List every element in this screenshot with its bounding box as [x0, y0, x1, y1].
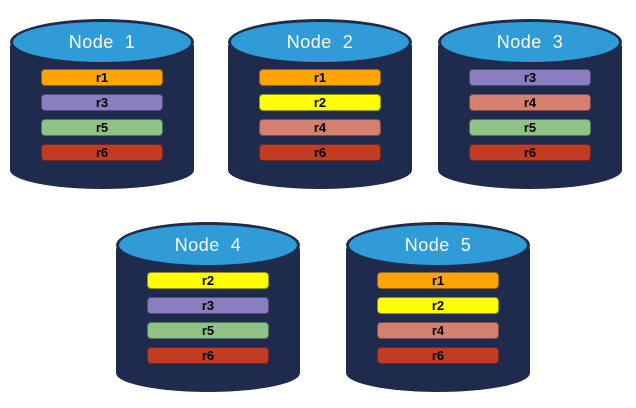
replica-bar: r5 — [147, 322, 269, 339]
node-cylinder-3: Node 3 r3 r4 r5 r6 — [438, 19, 622, 189]
cylinder-body — [228, 41, 412, 189]
replica-list: r3 r4 r5 r6 — [438, 69, 622, 161]
node-title: Node 4 — [174, 234, 242, 255]
replica-bar: r2 — [147, 272, 269, 289]
replica-bar: r6 — [259, 144, 381, 161]
replica-bar: r1 — [259, 69, 381, 86]
cylinder-body — [438, 41, 622, 189]
replica-bar: r1 — [41, 69, 163, 86]
node-title: Node 2 — [286, 31, 354, 52]
node-cylinder-1: Node 1 r1 r3 r5 r6 — [10, 19, 194, 189]
replica-bar: r6 — [41, 144, 163, 161]
cylinder-top: Node 5 — [346, 222, 530, 268]
node-cylinder-4: Node 4 r2 r3 r5 r6 — [116, 222, 300, 392]
node-cylinder-2: Node 2 r1 r2 r4 r6 — [228, 19, 412, 189]
cylinder-body — [116, 244, 300, 392]
replica-bar: r4 — [377, 322, 499, 339]
replica-bar: r3 — [469, 69, 591, 86]
cylinder-body — [346, 244, 530, 392]
replica-bar: r5 — [469, 119, 591, 136]
replica-list: r2 r3 r5 r6 — [116, 272, 300, 364]
replica-bar: r6 — [147, 347, 269, 364]
node-title: Node 5 — [404, 234, 472, 255]
replica-bar: r3 — [147, 297, 269, 314]
replica-bar: r2 — [377, 297, 499, 314]
node-cylinder-5: Node 5 r1 r2 r4 r6 — [346, 222, 530, 392]
cylinder-top: Node 4 — [116, 222, 300, 268]
replica-bar: r2 — [259, 94, 381, 111]
replica-list: r1 r2 r4 r6 — [346, 272, 530, 364]
replica-list: r1 r2 r4 r6 — [228, 69, 412, 161]
cylinder-top: Node 3 — [438, 19, 622, 65]
replica-bar: r6 — [469, 144, 591, 161]
cylinder-top: Node 2 — [228, 19, 412, 65]
node-title: Node 1 — [68, 31, 136, 52]
replica-bar: r4 — [259, 119, 381, 136]
replica-bar: r5 — [41, 119, 163, 136]
replica-bar: r4 — [469, 94, 591, 111]
node-title: Node 3 — [496, 31, 564, 52]
replica-bar: r3 — [41, 94, 163, 111]
replica-bar: r1 — [377, 272, 499, 289]
cylinder-body — [10, 41, 194, 189]
replica-bar: r6 — [377, 347, 499, 364]
replica-list: r1 r3 r5 r6 — [10, 69, 194, 161]
cylinder-top: Node 1 — [10, 19, 194, 65]
